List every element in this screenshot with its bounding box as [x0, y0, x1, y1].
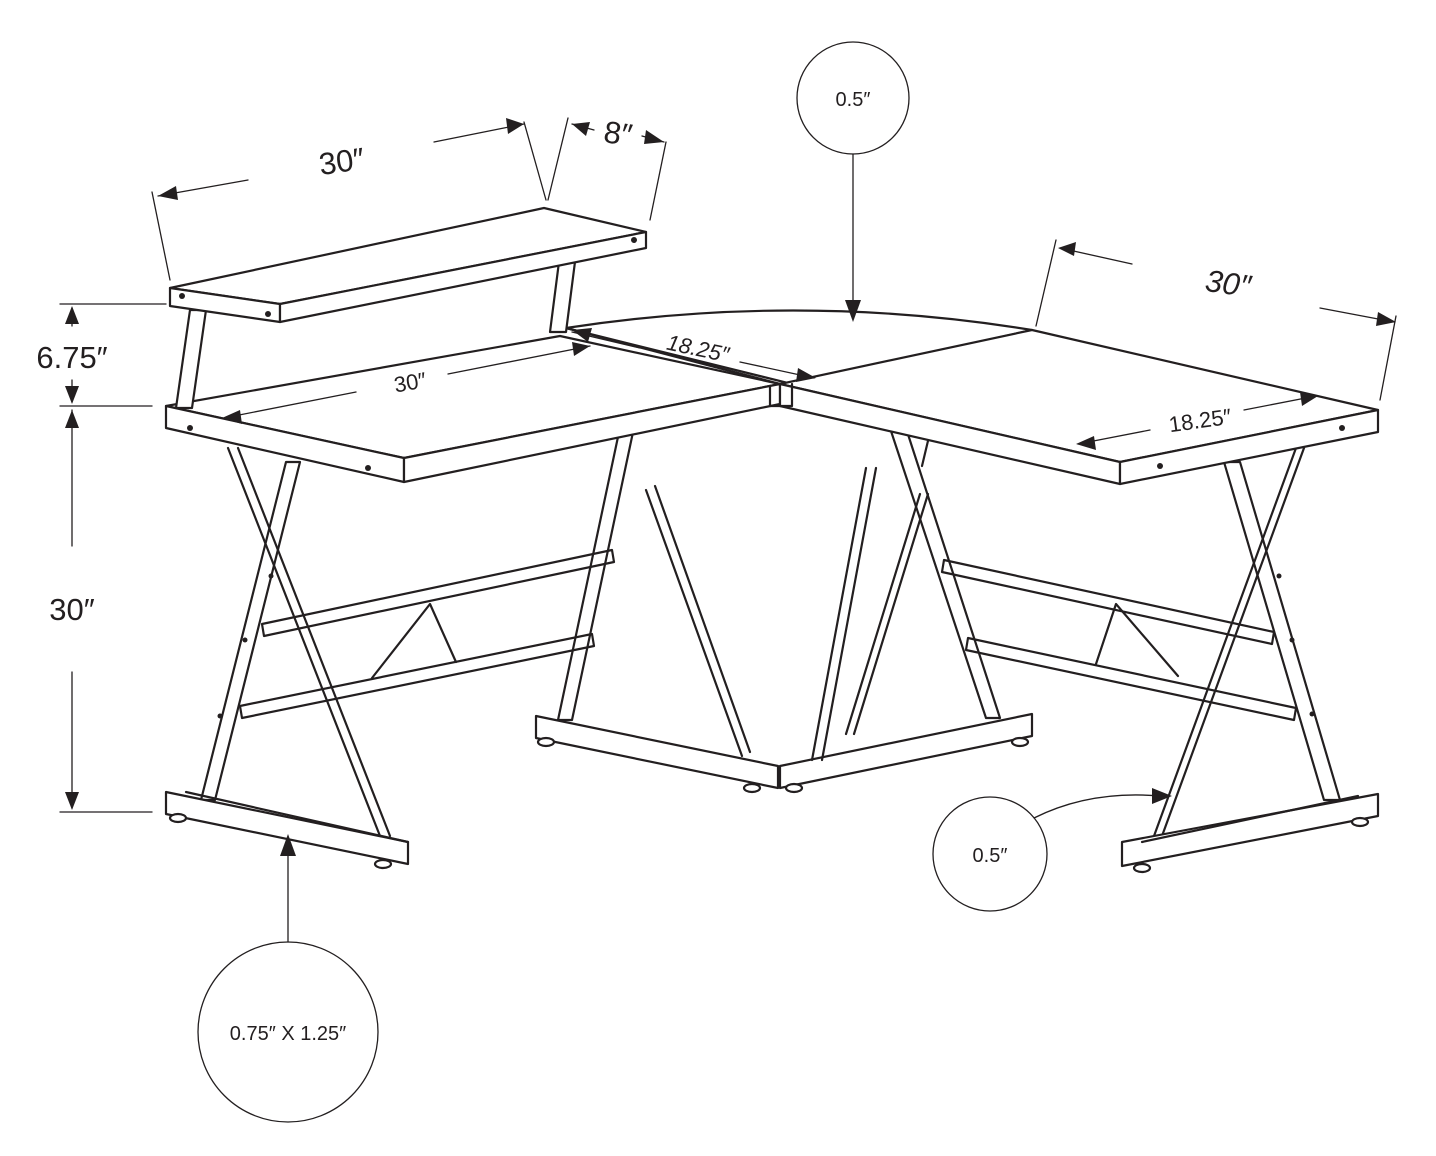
frame-tube-label: 0.5″ — [973, 845, 1008, 867]
left-desk-frame — [164, 416, 752, 870]
top-thickness-label: 0.5″ — [836, 89, 871, 111]
hutch-height-label: 6.75″ — [36, 340, 107, 375]
desk-tops — [164, 309, 1380, 486]
desk-height-label: 30″ — [49, 592, 94, 627]
dimension-lines — [59, 117, 1397, 813]
corner-desk-frame — [534, 466, 1034, 794]
left-desk-width-label: 30″ — [392, 367, 428, 397]
hutch-width-label: 30″ — [317, 141, 367, 182]
hutch-shelf — [168, 206, 648, 410]
hutch-depth-label: 8″ — [602, 114, 635, 153]
dimension-labels: 30″ 8″ 6.75″ 30″ 30″ 18.25″ 30″ 18.25″ 0… — [36, 89, 1254, 1045]
leg-profile-label: 0.75″ X 1.25″ — [230, 1023, 346, 1045]
callouts — [197, 41, 1172, 1123]
right-desk-width-label: 30″ — [1203, 263, 1254, 304]
